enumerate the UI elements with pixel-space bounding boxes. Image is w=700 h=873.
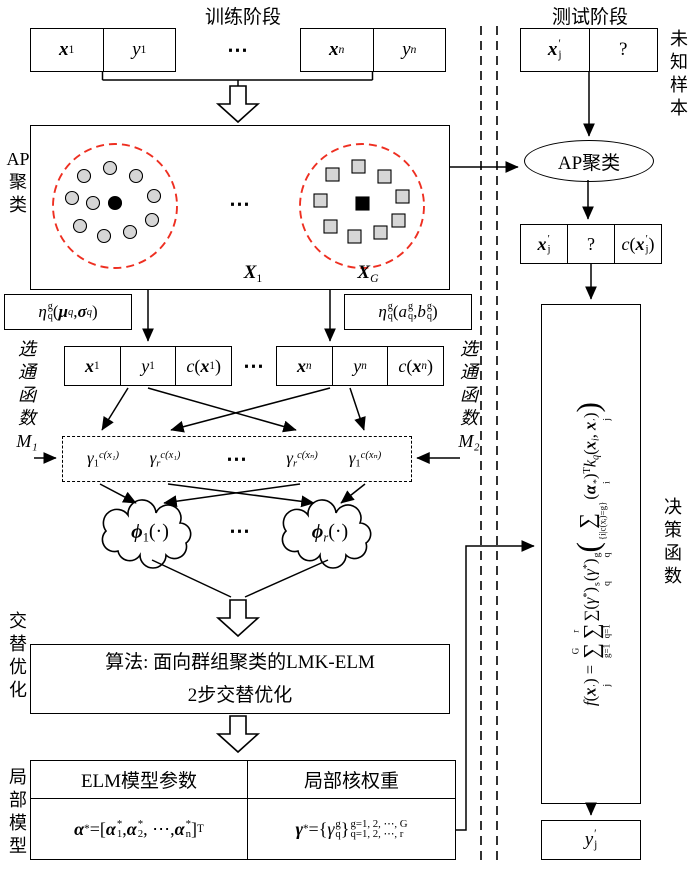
- kernel-ellipsis: ⋯: [229, 518, 251, 543]
- test-x: x′j: [537, 232, 551, 255]
- prediction-box: y′j: [541, 820, 641, 860]
- test-q: ?: [567, 225, 614, 263]
- cluster-1-label: X1: [243, 262, 263, 285]
- decision-fn-label: 决策函数: [664, 497, 682, 587]
- labeled-ellipsis: ⋯: [243, 353, 265, 378]
- alpha-star-formula: α*=[α*1, α*2, ⋯, α*n]T: [74, 817, 204, 840]
- samples-ellipsis: ⋯: [227, 37, 249, 62]
- unknown-sample-box: x′j ?: [520, 28, 658, 72]
- elm-params-header: ELM模型参数: [31, 761, 247, 799]
- alternating-opt-label: 交替优化: [9, 611, 27, 701]
- train-phase-title: 训练阶段: [204, 7, 281, 28]
- test-phase-title: 测试阶段: [551, 7, 628, 28]
- result-box: ELM模型参数 局部核权重 α*=[α*1, α*2, ⋯, α*n]T γ*=…: [30, 760, 456, 860]
- kernel-phi-1: ϕ1(·): [131, 520, 169, 545]
- merge-bracket: [101, 72, 374, 87]
- algorithm-line2: 2步交替优化: [187, 685, 293, 706]
- gamma-1-cx1: γ1c(x₁): [87, 448, 119, 470]
- algorithm-box: 算法: 面向群组聚类的LMK-ELM 2步交替优化: [30, 644, 450, 714]
- gamma-r-cx1: γrc(x₁): [149, 448, 181, 470]
- unknown-x: x′j: [547, 38, 562, 61]
- algorithm-line1: 算法: 面向群组聚类的LMK-ELM: [105, 651, 375, 673]
- gamma-1-cxn: γ1c(xₙ): [348, 448, 382, 470]
- local-model-label: 局部模型: [9, 767, 27, 857]
- gamma-ellipsis: ⋯: [226, 446, 248, 471]
- gamma-r-cxn: γrc(xₙ): [286, 448, 318, 470]
- cluster-ellipsis: ⋯: [229, 191, 251, 216]
- test-cluster-assign: c(x′j): [614, 225, 661, 263]
- gating-weights-box: [62, 436, 412, 482]
- kernel-phi-r: ϕr(·): [311, 520, 349, 545]
- cluster-g-label: XG: [357, 262, 379, 285]
- ap-cluster-ellipse: AP聚类: [524, 140, 654, 182]
- kernel-weights-header: 局部核权重: [247, 761, 455, 799]
- test-labeled-box: x′j ? c(x′j): [520, 224, 662, 264]
- unknown-label-q: ?: [588, 29, 658, 71]
- unknown-sample-label: 未知样本: [670, 29, 688, 119]
